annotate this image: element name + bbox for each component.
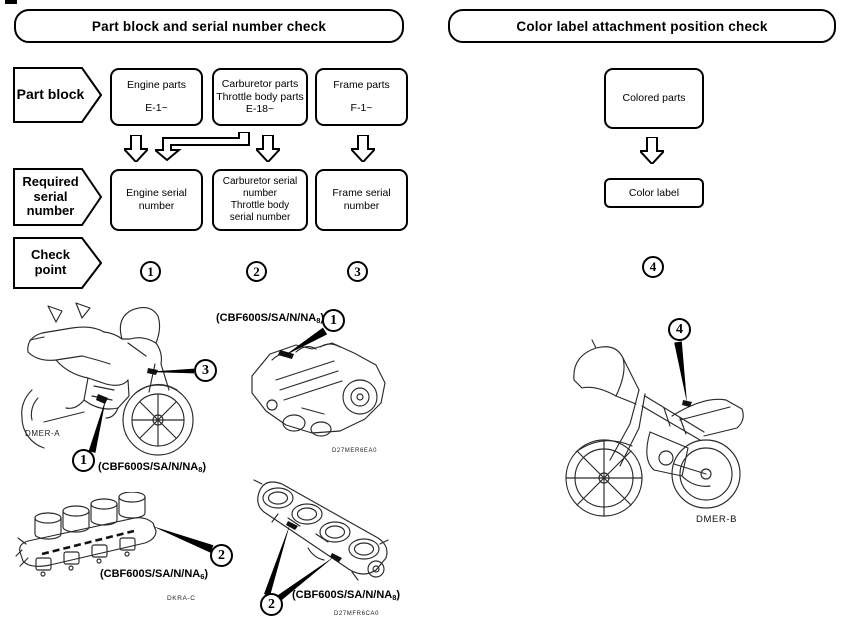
drawing-code-moto-a: DMER-A: [25, 429, 61, 438]
drawing-code-throttle-body: D27MFR6CA0: [334, 611, 380, 617]
engine-illustration: [236, 330, 422, 446]
callout-4-color-label: 4: [668, 318, 691, 341]
pentagon-shape: [13, 168, 102, 226]
motorcycle-a-illustration: [10, 298, 206, 460]
right-section-title: Color label attachment position check: [516, 18, 768, 34]
box-line: Throttle body: [230, 200, 290, 211]
callout-digit: 3: [202, 362, 209, 378]
colored-parts-box: Colored parts: [604, 68, 704, 129]
callout-2-carburetor-serial: 2: [210, 544, 233, 567]
box-line: E-1~: [145, 102, 168, 114]
model-label-engine: (CBF600S/SA/N/NA8): [216, 312, 325, 325]
checkpoint-digit: 2: [253, 263, 260, 279]
box-line: Carburetor parts: [221, 77, 299, 90]
box-line: number: [243, 187, 277, 199]
pentagon-shape: [13, 237, 102, 289]
down-arrow: [256, 135, 280, 162]
checkpoint-digit: 4: [649, 259, 657, 274]
left-section-header: Part block and serial number check: [14, 9, 404, 43]
down-arrow: [351, 135, 375, 162]
checkpoint-3: 3: [347, 261, 368, 282]
engine-parts-box: Engine parts E-1~: [110, 68, 203, 126]
box-line: Frame serial: [332, 187, 391, 200]
drawing-code-moto-b: DMER-B: [696, 514, 738, 525]
box-line: Frame parts: [333, 79, 390, 92]
required-label-line: serial: [33, 188, 68, 204]
box-line: number: [138, 200, 175, 212]
down-arrow: [124, 135, 148, 162]
checkpoint-1: 1: [140, 261, 161, 282]
part-block-tag: Part block: [13, 67, 102, 123]
engine-serial-box: Engine serial number: [110, 169, 203, 231]
drawing-code-carburetor: DKRA-C: [167, 595, 196, 602]
carburetor-parts-box: Carburetor parts Throttle body parts E-1…: [212, 68, 308, 126]
carburetor-serial-box: Carburetor serial number Throttle body s…: [212, 169, 308, 231]
frame-serial-box: Frame serial number: [315, 169, 408, 231]
checkpoint-2: 2: [246, 261, 267, 282]
pentagon-shape: [13, 67, 102, 123]
scan-artifact: [5, 0, 17, 4]
box-line: Engine serial: [126, 187, 187, 200]
checkpoint-digit: 1: [147, 263, 154, 279]
frame-parts-box: Frame parts F-1~: [315, 68, 408, 126]
color-label-box: Color label: [604, 178, 704, 208]
down-arrow: [640, 137, 664, 164]
right-section-header: Color label attachment position check: [448, 9, 836, 43]
required-label-line: Required: [22, 174, 79, 190]
required-label-line: number: [26, 203, 75, 219]
box-line: Color label: [628, 186, 680, 199]
bent-arrow: [155, 132, 250, 162]
box-line: number: [343, 200, 380, 212]
drawing-code-engine: D27MER6EA0: [332, 448, 378, 454]
required-serial-tag: Required serial number: [13, 168, 102, 226]
left-section-title: Part block and serial number check: [91, 18, 327, 34]
callout-2-throttle-serial: 2: [260, 593, 283, 616]
callout-1-engine-serial-moto: 1: [72, 449, 95, 472]
box-line: Carburetor serial: [222, 175, 298, 187]
box-line: Throttle body parts: [216, 90, 304, 103]
box-line: E-18~: [245, 103, 275, 116]
checkpoint-4: 4: [642, 256, 664, 278]
part-block-label: Part block: [16, 86, 85, 103]
callout-digit: 4: [676, 321, 683, 337]
checkpoint-digit: 3: [354, 263, 361, 279]
check-label-line: Check: [30, 247, 71, 263]
callout-digit: 2: [218, 547, 225, 563]
box-line: Colored parts: [622, 92, 686, 105]
callout-digit: 1: [330, 312, 337, 328]
callout-digit: 2: [268, 596, 275, 612]
box-line: serial number: [229, 212, 291, 224]
callout-3-frame-serial: 3: [194, 359, 217, 382]
motorcycle-b-illustration: [552, 338, 754, 526]
model-label-carburetor: (CBF600S/SA/N/NA6): [100, 568, 209, 581]
callout-digit: 1: [80, 452, 87, 468]
callout-1-engine-serial: 1: [322, 309, 345, 332]
check-point-tag: Check point: [13, 237, 102, 289]
box-line: F-1~: [350, 102, 373, 114]
check-label-line: point: [34, 262, 67, 277]
model-label-moto-a: (CBF600S/SA/N/NA8): [98, 461, 207, 474]
model-label-throttle-body: (CBF600S/SA/N/NA8): [292, 589, 401, 602]
box-line: Engine parts: [127, 79, 186, 92]
throttle-body-illustration: [248, 474, 394, 592]
